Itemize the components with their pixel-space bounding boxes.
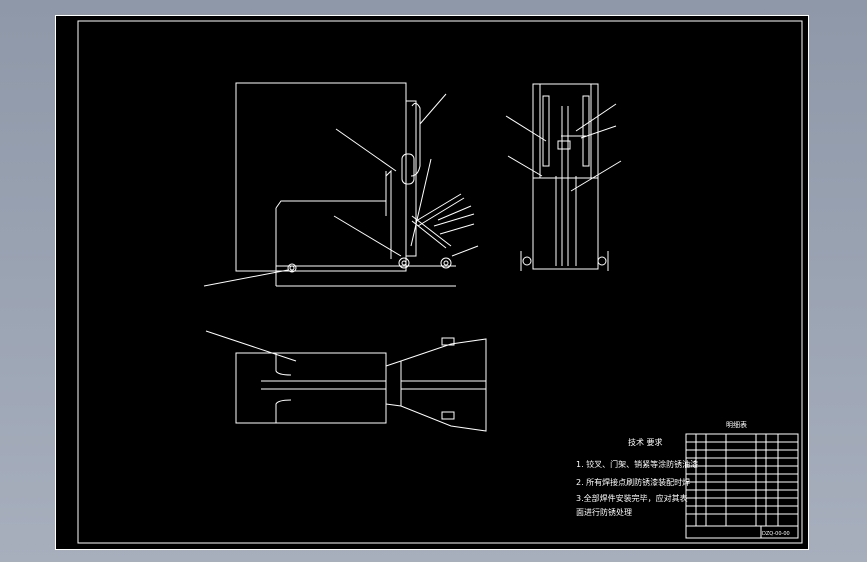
side-view: [505, 83, 622, 271]
requirement-line: 面进行防锈处理: [576, 508, 632, 517]
requirements-title: 技术 要求: [628, 438, 663, 447]
front-view: [203, 82, 479, 287]
cad-drawing: DZQ-00-00: [77, 20, 803, 544]
requirement-line: 3.全部焊件安装完毕，应对其表: [576, 494, 688, 503]
drawing-sheet: DZQ-00-00 技术 要求 1. 铰叉、门架、销紧等涂防锈油漆 2. 所有焊…: [55, 15, 809, 550]
drawing-number: DZQ-00-00: [762, 531, 790, 537]
requirement-line: 2. 所有焊接点刷防锈漆装配时焊: [576, 478, 691, 487]
title-block: [685, 433, 799, 539]
top-view: [205, 330, 487, 432]
inner-border: [77, 20, 803, 544]
requirement-line: 1. 铰叉、门架、销紧等涂防锈油漆: [576, 460, 699, 469]
bom-title: 明细表: [726, 421, 747, 429]
